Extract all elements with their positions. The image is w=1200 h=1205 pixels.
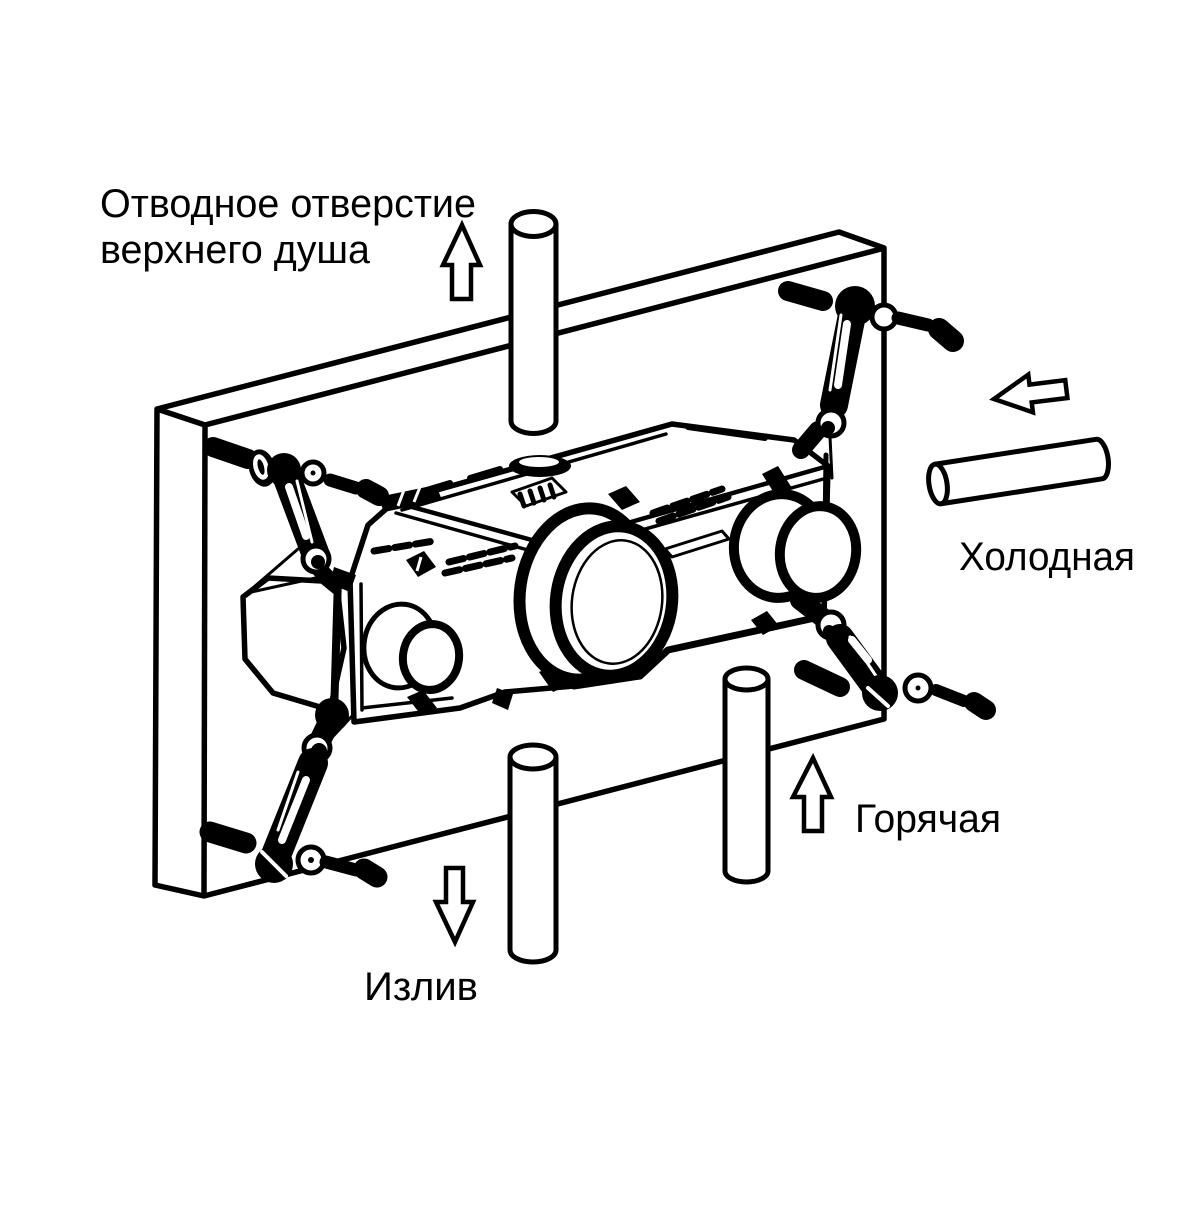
svg-text:Отводное отверстие: Отводное отверстие bbox=[100, 182, 476, 226]
svg-text:Холодная: Холодная bbox=[959, 535, 1135, 579]
svg-text:верхнего душа: верхнего душа bbox=[100, 228, 371, 272]
svg-text:Горячая: Горячая bbox=[855, 797, 1001, 841]
svg-text:Излив: Излив bbox=[364, 965, 478, 1009]
